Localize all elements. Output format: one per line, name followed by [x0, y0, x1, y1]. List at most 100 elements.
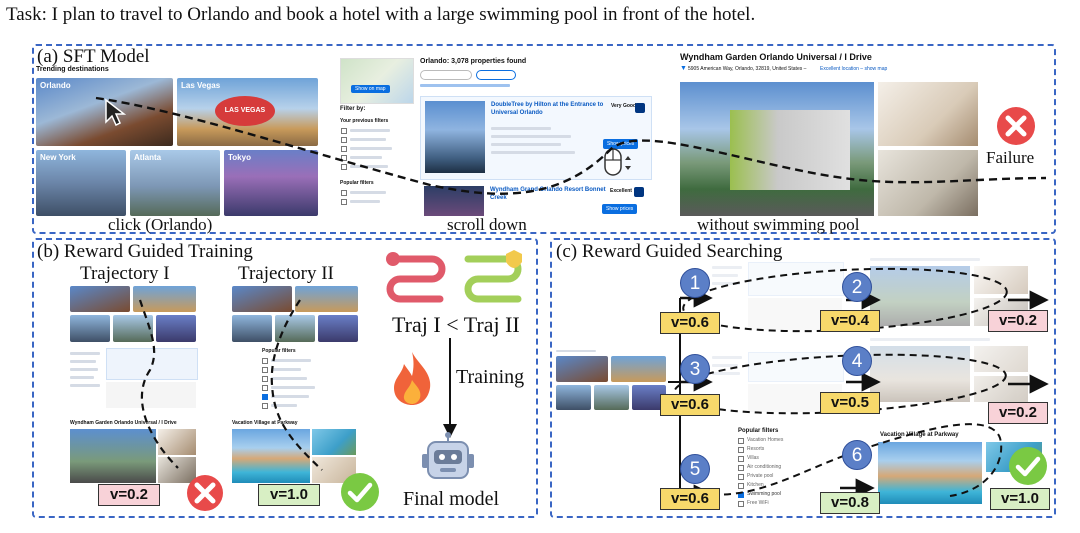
panel-reward-searching	[550, 238, 1056, 518]
hotel-detail	[491, 143, 561, 146]
filter-text	[350, 138, 386, 141]
tile-tokyo[interactable]: Tokyo	[224, 150, 318, 216]
hotel-photo	[424, 186, 484, 216]
tile-label: Las Vegas	[181, 81, 221, 90]
filter-text	[712, 274, 738, 277]
filter-text	[271, 377, 307, 380]
caption-click-orlando: click (Orlando)	[108, 215, 213, 234]
traj1-hotel-title: Wyndham Garden Orlando Universal / I Dri…	[70, 420, 177, 426]
search-step-2: 2	[842, 272, 872, 302]
panel-c-title: (c) Reward Guided Searching	[556, 241, 783, 262]
tile-orlando[interactable]: Orlando	[36, 78, 173, 146]
filter-text	[350, 147, 392, 150]
tile-tokyo	[318, 315, 358, 342]
caption-without-pool: without swimming pool	[697, 215, 860, 234]
trajectory-2-label: Trajectory II	[238, 263, 334, 284]
traj1-value: v=0.2	[98, 484, 160, 506]
filter-checkbox[interactable]	[341, 155, 347, 161]
filter-text	[271, 395, 309, 398]
filter-item: Resorts	[747, 446, 765, 452]
hotel-card	[748, 262, 844, 296]
filter-checkbox	[262, 376, 268, 382]
room-photo	[974, 346, 1028, 372]
review-score-label: Very Good	[611, 103, 637, 109]
tile-new-york	[232, 315, 272, 342]
header-line	[556, 350, 596, 352]
task-description: Task: I plan to travel to Orlando and bo…	[6, 4, 756, 25]
filter-text	[271, 404, 297, 407]
tile-orlando	[556, 356, 608, 382]
traj2-screen-destinations	[232, 286, 358, 342]
search-final-hotel-photo	[878, 442, 982, 504]
search-step-3: 3	[680, 354, 710, 384]
filter-checkbox[interactable]	[341, 190, 347, 196]
tile-atlanta	[594, 385, 629, 410]
filter-checkbox	[262, 385, 268, 391]
filter-item: Villas	[747, 455, 759, 461]
swimming-pool-checkbox	[262, 394, 268, 400]
comparison-label: Traj I < Traj II	[392, 312, 520, 337]
filter-checkbox[interactable]	[341, 146, 347, 152]
filter-text	[712, 266, 742, 269]
search-step-5: 5	[680, 454, 710, 484]
filter-text	[70, 360, 96, 363]
tile-label: Orlando	[40, 81, 71, 90]
location-note[interactable]: Excellent location – show map	[820, 66, 888, 72]
filter-by-label: Filter by:	[340, 106, 366, 112]
hotel-detail	[491, 135, 571, 138]
trajectory-path-red-icon	[386, 252, 446, 303]
tile-label: New York	[40, 153, 76, 162]
hotel-detail	[491, 151, 575, 154]
filter-checkbox[interactable]	[341, 137, 347, 143]
value-step-4: v=0.5	[820, 392, 880, 414]
value-step-2-next: v=0.2	[988, 310, 1048, 332]
sort-dropdown[interactable]	[420, 70, 472, 80]
filter-text	[70, 384, 100, 387]
info-link[interactable]	[420, 84, 510, 87]
filter-text	[350, 200, 380, 203]
tile-new-york	[70, 315, 110, 342]
filter-text	[712, 282, 740, 285]
screenshot-search-results: Show on map Orlando: 3,078 properties fo…	[340, 56, 652, 216]
filter-item: Private pool	[747, 473, 774, 479]
trending-header: Trending destinations	[36, 66, 109, 73]
filter-checkbox	[262, 403, 268, 409]
filter-text	[712, 356, 742, 359]
flame-icon	[394, 352, 431, 405]
tile-atlanta[interactable]: Atlanta	[130, 150, 220, 216]
filter-checkbox	[738, 456, 744, 462]
filter-text	[350, 129, 390, 132]
training-arrow	[443, 338, 457, 438]
tile-tokyo	[156, 315, 196, 342]
filter-checkbox[interactable]	[341, 164, 347, 170]
search-step-1: 1	[680, 268, 710, 298]
filter-checkbox[interactable]	[341, 199, 347, 205]
show-on-map-button[interactable]: Show on map	[351, 85, 390, 93]
filter-text	[712, 364, 738, 367]
tile-las-vegas[interactable]: Las Vegas LAS VEGAS	[177, 78, 318, 146]
trajectory-1-label: Trajectory I	[80, 263, 170, 284]
value-step-6: v=0.8	[820, 492, 880, 514]
hotel-name[interactable]: DoubleTree by Hilton at the Entrance to …	[491, 102, 604, 116]
hotel-card-doubletree[interactable]: DoubleTree by Hilton at the Entrance to …	[420, 96, 652, 180]
traj2-hotel-title: Vacation Village at Parkway	[232, 420, 298, 426]
filter-chip[interactable]	[476, 70, 516, 80]
results-header: Orlando: 3,078 properties found	[420, 58, 527, 65]
filter-text	[70, 352, 100, 355]
hotel-card-wyndham-grand[interactable]: Wyndham Grand Orlando Resort Bonnet Cree…	[420, 184, 650, 216]
traj2-value: v=1.0	[258, 484, 320, 506]
filter-text	[350, 156, 382, 159]
building-facade	[730, 110, 850, 190]
filter-text	[350, 191, 386, 194]
filter-item: Vacation Homes	[747, 437, 784, 443]
filter-checkbox[interactable]	[341, 128, 347, 134]
search-bg-screen-top	[870, 256, 1030, 328]
tile-new-york[interactable]: New York	[36, 150, 126, 216]
hotel-name[interactable]: Wyndham Grand Orlando Resort Bonnet Cree…	[490, 187, 606, 201]
room-photo	[974, 266, 1028, 294]
show-prices-button[interactable]: Show prices	[602, 204, 638, 214]
value-step-4-next: v=0.2	[988, 402, 1048, 424]
filter-checkbox	[738, 438, 744, 444]
